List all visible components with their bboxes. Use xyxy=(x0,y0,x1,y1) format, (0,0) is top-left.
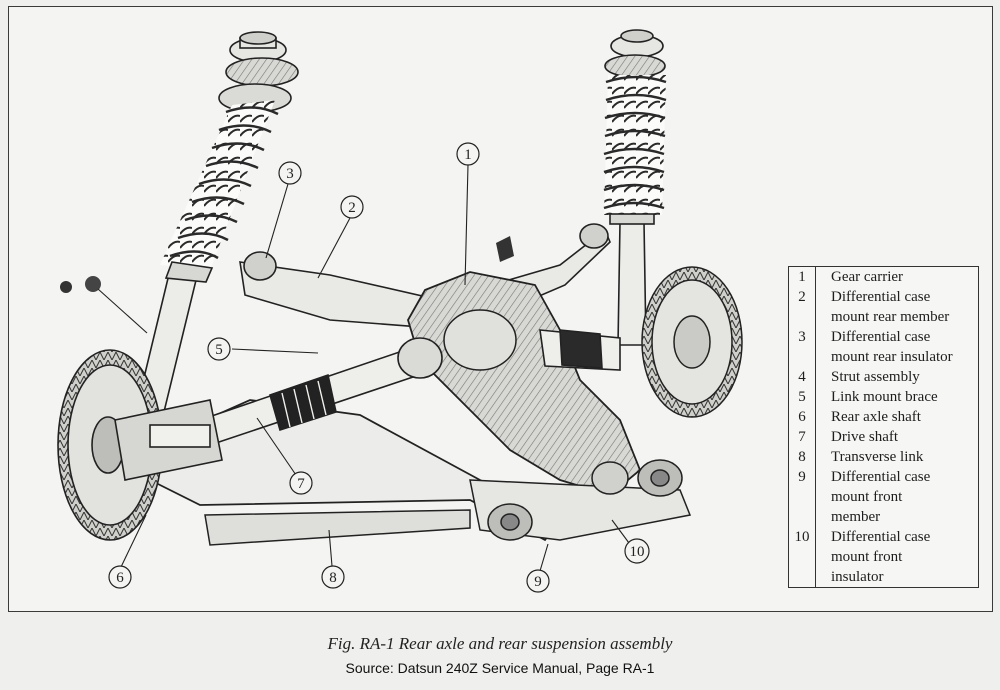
rear-insulator-right xyxy=(579,223,609,249)
right-strut xyxy=(603,29,667,346)
legend-number: 9 xyxy=(788,467,816,527)
callout-9: 9 xyxy=(526,569,550,593)
nut-icon xyxy=(60,281,72,293)
drive-shaft xyxy=(198,329,621,446)
legend-line: member xyxy=(831,509,881,525)
legend-description: Link mount brace xyxy=(816,387,979,407)
legend-line: Gear carrier xyxy=(831,269,904,285)
legend-line: Differential case xyxy=(831,289,931,305)
callout-7: 7 xyxy=(289,471,313,495)
legend-row: 7 Drive shaft xyxy=(788,427,979,447)
legend-row: 1 Gear carrier xyxy=(788,266,979,288)
legend-number: 2 xyxy=(788,287,816,327)
svg-text:9: 9 xyxy=(534,574,542,590)
legend-description: Strut assembly xyxy=(816,367,979,387)
svg-text:8: 8 xyxy=(329,570,337,586)
legend-line: mount front xyxy=(831,549,903,565)
callout-6: 6 xyxy=(108,565,132,589)
legend-number: 5 xyxy=(788,387,816,407)
legend-line: mount front xyxy=(831,489,903,505)
legend-line: insulator xyxy=(831,569,884,585)
svg-text:3: 3 xyxy=(286,166,294,182)
legend-description: Differential case mount rear member xyxy=(816,287,979,327)
legend-line: Differential case xyxy=(831,529,931,545)
callout-2: 2 xyxy=(340,195,364,219)
svg-text:10: 10 xyxy=(630,544,645,560)
legend-number: 7 xyxy=(788,427,816,447)
right-brake-drum xyxy=(641,266,743,418)
source-note: Source: Datsun 240Z Service Manual, Page… xyxy=(345,660,655,676)
legend-row: 4 Strut assembly xyxy=(788,367,979,387)
callout-3: 3 xyxy=(278,161,302,185)
rear-insulator xyxy=(243,251,277,281)
callout-leaders xyxy=(97,164,630,572)
legend-line: Transverse link xyxy=(831,449,924,465)
front-mount-insulators xyxy=(487,459,683,541)
legend-number: 4 xyxy=(788,367,816,387)
bolt-icon xyxy=(496,236,514,262)
legend-line: Strut assembly xyxy=(831,369,920,385)
svg-text:7: 7 xyxy=(297,476,305,492)
svg-text:1: 1 xyxy=(464,147,472,163)
nut-icon-2 xyxy=(85,276,101,292)
legend-description: Differential case mount front member xyxy=(816,467,979,527)
legend-number: 3 xyxy=(788,327,816,367)
legend-description: Transverse link xyxy=(816,447,979,467)
legend-line: Differential case xyxy=(831,469,931,485)
left-brake-drum xyxy=(57,349,223,541)
legend-line: Drive shaft xyxy=(831,429,899,445)
legend-row: 9 Differential case mount front member xyxy=(788,467,979,527)
legend-description: Gear carrier xyxy=(816,267,979,288)
callouts: 1 2 3 5 6 7 8 9 10 xyxy=(108,142,650,593)
legend-line: Differential case xyxy=(831,329,931,345)
legend-description: Rear axle shaft xyxy=(816,407,979,427)
legend-row: 3 Differential case mount rear insulator xyxy=(788,327,979,367)
legend-number: 8 xyxy=(788,447,816,467)
legend-number: 6 xyxy=(788,407,816,427)
legend-row: 8 Transverse link xyxy=(788,447,979,467)
legend-description: Differential case mount rear insulator xyxy=(816,327,979,367)
legend-row: 6 Rear axle shaft xyxy=(788,407,979,427)
legend-row: 2 Differential case mount rear member xyxy=(788,287,979,327)
callout-1: 1 xyxy=(456,142,480,166)
legend-row: 5 Link mount brace xyxy=(788,387,979,407)
left-strut xyxy=(134,31,299,421)
callout-10: 10 xyxy=(624,538,650,564)
callout-8: 8 xyxy=(321,565,345,589)
legend-line: mount rear member xyxy=(831,309,950,325)
svg-text:2: 2 xyxy=(348,200,356,216)
legend-number: 1 xyxy=(788,266,816,287)
legend-line: Link mount brace xyxy=(831,389,938,405)
legend-line: Rear axle shaft xyxy=(831,409,921,425)
callout-5: 5 xyxy=(207,337,231,361)
legend-line: mount rear insulator xyxy=(831,349,953,365)
svg-text:6: 6 xyxy=(116,570,124,586)
legend-description: Drive shaft xyxy=(816,427,979,447)
legend-description: Differential case mount front insulator xyxy=(816,527,979,588)
svg-text:5: 5 xyxy=(215,342,223,358)
legend-number: 10 xyxy=(788,527,816,588)
legend-row: 10 Differential case mount front insulator xyxy=(788,527,979,588)
figure-caption: Fig. RA-1 Rear axle and rear suspension … xyxy=(327,634,673,653)
